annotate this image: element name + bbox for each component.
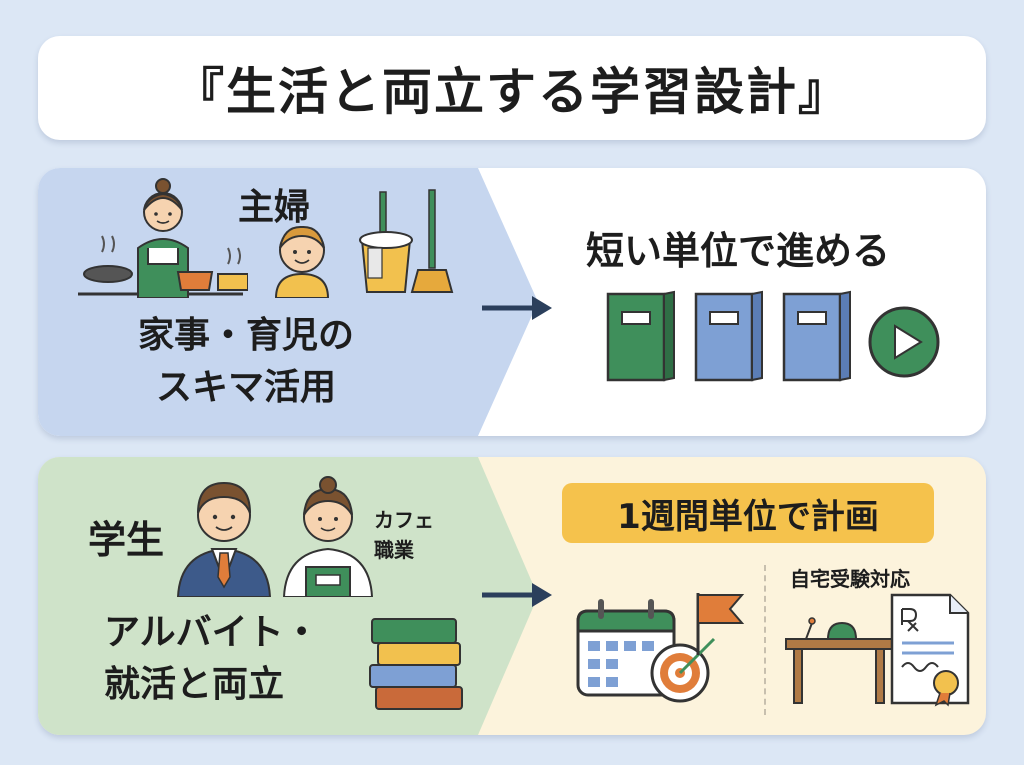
cafe-line2: 職業 xyxy=(374,538,414,562)
arrow-icon xyxy=(482,296,552,320)
housewife-left-text: 家事・育児の スキマ活用 xyxy=(138,310,354,414)
cleaning-tools-icon xyxy=(359,189,454,293)
cafe-line1: カフェ xyxy=(374,508,434,532)
housewife-label: 主婦 xyxy=(238,187,311,228)
short-units-text: 短い単位で進める xyxy=(586,229,891,273)
home-exam-text: 自宅受験対応 xyxy=(790,567,910,591)
student-text-line1: アルバイト・ xyxy=(104,612,320,653)
housewife-text-line1: 家事・育児の xyxy=(138,315,355,356)
divider xyxy=(764,565,766,715)
student-left-text: アルバイト・ 就活と両立 xyxy=(104,607,320,711)
title-banner: 『生活と両立する学習設計』 xyxy=(38,36,986,140)
cafe-worker-icon xyxy=(282,476,374,597)
play-icon xyxy=(868,306,940,378)
student-label: 学生 xyxy=(88,518,165,562)
green-book-icon xyxy=(606,290,675,382)
housewife-text-line2: スキマ活用 xyxy=(156,367,337,408)
student-panel: 学生 カフェ 職業 アルバイト・ 就活と両立 1週間単位で xyxy=(38,457,986,735)
blue-book-icon xyxy=(782,290,851,382)
student-text-line2: 就活と両立 xyxy=(104,664,285,705)
weekly-plan-text: 1週間単位で計画 xyxy=(617,496,879,537)
certificate-icon xyxy=(890,593,970,707)
housewife-panel: 主婦 家事・育児の スキマ活用 短い単位で進める xyxy=(38,168,986,436)
weekly-plan-badge: 1週間単位で計画 xyxy=(562,483,934,543)
calendar-target-icon xyxy=(576,593,745,703)
businessman-icon xyxy=(176,481,272,597)
woman-cooking-icon xyxy=(78,178,248,298)
page-title: 『生活と両立する学習設計』 xyxy=(174,63,850,121)
child-icon xyxy=(274,225,330,298)
housewife-left-shape xyxy=(38,168,538,436)
arrow-icon xyxy=(482,583,552,607)
desk-icon xyxy=(785,617,893,704)
blue-book-icon xyxy=(694,290,763,382)
cafe-job-label: カフェ 職業 xyxy=(374,505,434,565)
book-stack-icon xyxy=(369,618,463,710)
